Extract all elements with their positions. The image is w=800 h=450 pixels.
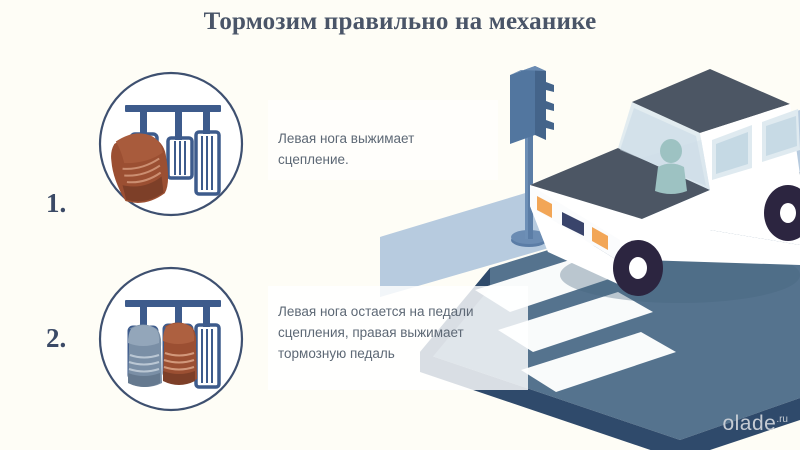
shoe-brown bbox=[163, 322, 197, 385]
watermark-tld: .ru bbox=[776, 414, 788, 425]
pedal-accelerator bbox=[194, 130, 221, 196]
pedal-brake bbox=[166, 136, 194, 180]
rear-wheel bbox=[764, 185, 800, 241]
shoe-brown bbox=[111, 133, 169, 203]
step-1-illustration bbox=[95, 68, 247, 225]
step-2-number: 2. bbox=[46, 323, 67, 353]
text-backdrop-bottom bbox=[268, 286, 528, 390]
front-wheel bbox=[613, 240, 663, 296]
step-2-illustration bbox=[95, 263, 247, 420]
traffic-light bbox=[510, 66, 554, 247]
scene-illustration bbox=[380, 0, 800, 450]
shoe-gray bbox=[128, 324, 162, 387]
watermark-name: olade bbox=[722, 412, 777, 435]
car bbox=[530, 69, 800, 303]
text-backdrop-top bbox=[268, 100, 498, 180]
watermark: olade.ru bbox=[722, 412, 788, 436]
step-1-text: Левая нога выжимает сцепление. bbox=[278, 131, 415, 167]
page-title: Тормозим правильно на механике bbox=[203, 8, 597, 35]
driver bbox=[655, 139, 687, 194]
step-2-text: Левая нога остается на педали сцепления,… bbox=[278, 304, 474, 361]
step-1-number: 1. bbox=[46, 188, 67, 218]
